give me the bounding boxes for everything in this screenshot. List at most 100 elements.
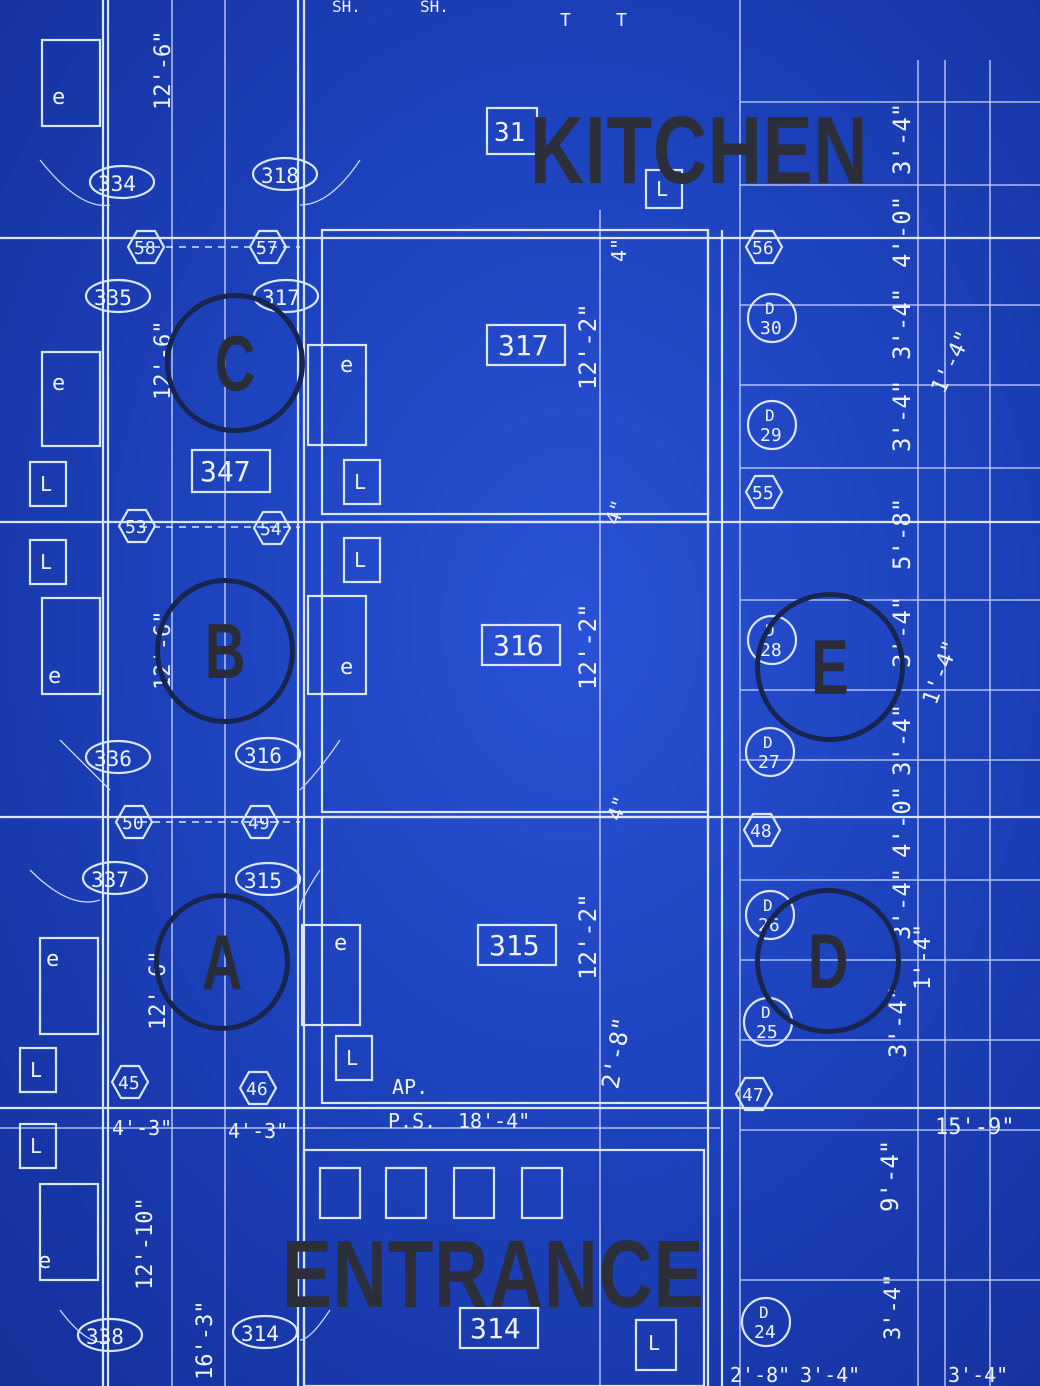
column-number: 54	[260, 519, 282, 540]
column-number: 58	[134, 238, 156, 259]
fixture-label: e	[340, 655, 353, 680]
zone-label: E	[811, 623, 849, 711]
column-number: 50	[122, 813, 144, 834]
zone-label: D	[807, 917, 849, 1005]
room-numbers: 317 316 315 347 314 31	[190, 106, 567, 1350]
dimension-text: 1'-4"	[927, 327, 978, 398]
fixture-label: T	[560, 10, 571, 31]
door-number: 337	[91, 868, 129, 892]
dimension-text: AP.	[392, 1075, 428, 1099]
d-marker-number: 25	[756, 1022, 778, 1043]
fixture-label: e	[340, 353, 353, 378]
door-number: 318	[261, 164, 299, 188]
fixture-label: e	[46, 947, 59, 972]
fixture-boxes	[18, 38, 684, 1372]
door-number: 334	[98, 172, 136, 196]
door-number-tags: 334 318 335 317 336 316 337 315 338 314	[76, 156, 320, 1353]
door-number: 314	[241, 1322, 279, 1346]
dimension-text: 16'-3"	[193, 1301, 218, 1380]
dimension-text: 3'-4"	[888, 704, 916, 776]
zone-marker-a[interactable]: A	[154, 893, 290, 1031]
room-number: 316	[493, 629, 544, 662]
dimension-text: 5'-8"	[888, 498, 916, 570]
door-swings	[29, 159, 361, 1343]
column-number: 55	[752, 483, 774, 504]
d-marker-letter: D	[761, 1003, 771, 1022]
dimension-text: 4"	[602, 793, 633, 824]
dimension-text: 2'-8"	[730, 1363, 790, 1386]
dimension-text: 15'-9"	[935, 1115, 1014, 1140]
zone-marker-d[interactable]: D	[755, 888, 901, 1034]
door-number: 338	[86, 1325, 124, 1349]
dimension-text: 3'-4"	[888, 288, 916, 360]
dimension-text: 1'-4"	[918, 637, 964, 708]
fixture-label: e	[48, 664, 61, 689]
zone-marker-e[interactable]: E	[755, 592, 905, 742]
column-number: 45	[118, 1073, 140, 1094]
fixture-label: e	[52, 85, 65, 110]
fixture-label: SH.	[332, 0, 361, 16]
d-marker-letter: D	[765, 406, 775, 425]
fixture-label: L	[40, 550, 52, 574]
dimension-text: 2'-8"	[596, 1015, 636, 1091]
fixture-label: L	[656, 177, 668, 201]
fixture-label: L	[30, 1134, 42, 1158]
fixture-label: SH.	[420, 0, 449, 16]
kitchen-label: KITCHEN	[530, 97, 869, 204]
dimension-text: 12'-6"	[151, 31, 176, 110]
room-number: 314	[470, 1312, 521, 1345]
fixture-label: L	[648, 1331, 660, 1355]
dimension-text: 18'-4"	[458, 1109, 530, 1133]
dimension-text: 9'-4"	[876, 1140, 904, 1212]
entrance-label: ENTRANCE	[282, 1221, 705, 1328]
fixture-label: L	[354, 470, 366, 494]
dimension-text: 12'-2"	[574, 303, 602, 390]
dimension-text: 12'-2"	[574, 893, 602, 980]
room-number: 317	[498, 329, 549, 362]
fixture-label: e	[38, 1249, 51, 1274]
dimension-text: 12'-2"	[574, 603, 602, 690]
d-marker-number: 30	[760, 318, 782, 339]
door-number: 315	[244, 869, 282, 893]
door-number: 316	[244, 744, 282, 768]
dimension-text: 4'-0"	[888, 786, 916, 858]
d-marker-number: 29	[760, 425, 782, 446]
fixture-label: T	[616, 10, 627, 31]
fixture-letters: e e e e e e e e L L L L L L L L L SH. SH…	[30, 0, 668, 1355]
fixture-label: e	[52, 371, 65, 396]
d-marker-letter: D	[763, 733, 773, 752]
dimension-text: 3'-4"	[888, 103, 916, 175]
column-number: 53	[125, 517, 147, 538]
zone-label: C	[214, 319, 256, 407]
column-tags: 58 57 56 53 54 55 50 49 48 45 46 47	[110, 229, 784, 1112]
room-number: 347	[200, 455, 251, 488]
d-marker-number: 24	[754, 1322, 776, 1343]
dimension-text: 3'-4"	[948, 1363, 1008, 1386]
dimension-text: P.S.	[388, 1109, 436, 1133]
dimension-text: 3'-4"	[888, 380, 916, 452]
dimension-text: 3'-4"	[881, 1274, 906, 1340]
fixture-label: e	[334, 931, 347, 956]
column-number: 57	[256, 238, 278, 259]
column-number: 56	[752, 238, 774, 259]
dimension-text: 4'-0"	[888, 196, 916, 268]
zone-marker-b[interactable]: B	[155, 578, 295, 724]
dimension-text: 4'-3"	[112, 1116, 172, 1140]
column-number: 49	[248, 813, 270, 834]
column-number: 48	[750, 821, 772, 842]
dimension-text: 3'-4"	[800, 1363, 860, 1386]
zone-marker-c[interactable]: C	[165, 293, 305, 433]
column-number: 46	[246, 1079, 268, 1100]
room-number: 31	[494, 118, 525, 148]
door-number: 336	[94, 747, 132, 771]
fixture-label: L	[346, 1046, 358, 1070]
fixture-label: L	[30, 1058, 42, 1082]
dimension-text: 1'-4"	[911, 924, 936, 990]
door-number: 335	[94, 286, 132, 310]
dimension-text: 12'-10"	[133, 1197, 158, 1290]
column-number: 47	[742, 1085, 764, 1106]
d-marker-letter: D	[763, 896, 773, 915]
d-marker-letter: D	[759, 1303, 769, 1322]
